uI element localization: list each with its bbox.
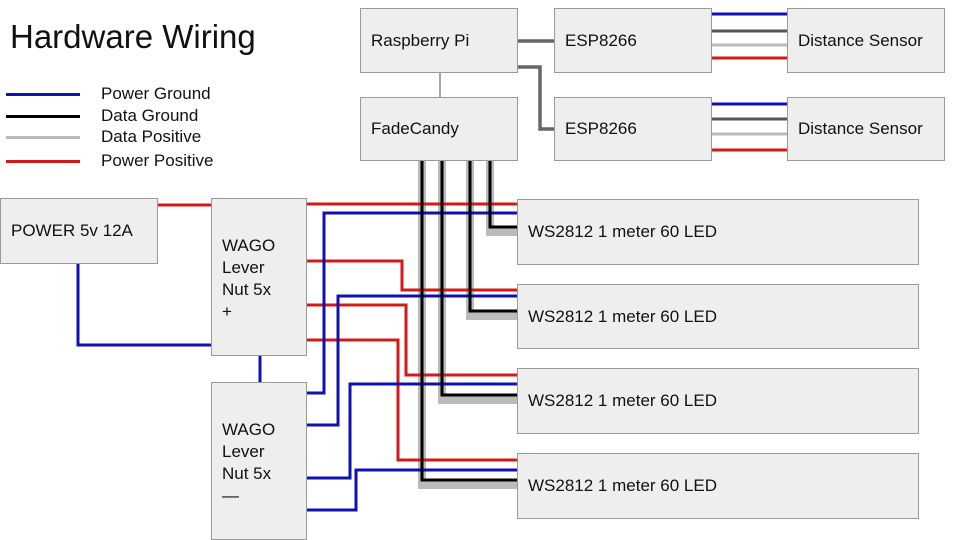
- wago-negative-box: WAGO Lever Nut 5x —: [211, 382, 307, 540]
- led-strip-box-3: WS2812 1 meter 60 LED: [517, 368, 919, 434]
- led-strip-box-1: WS2812 1 meter 60 LED: [517, 199, 919, 265]
- wires-esp1-sensor1: [712, 12, 788, 60]
- wires-power-positive: [306, 202, 518, 462]
- legend-swatch-data-ground: [6, 115, 80, 118]
- led-strip-box-2: WS2812 1 meter 60 LED: [517, 284, 919, 349]
- legend-data-positive: Data Positive: [6, 127, 266, 149]
- legend-label: Data Positive: [101, 127, 202, 146]
- legend-swatch-power-positive: [6, 160, 80, 163]
- distance-sensor-box-2: Distance Sensor: [787, 97, 945, 161]
- esp8266-box-2: ESP8266: [554, 97, 712, 161]
- distance-sensor-box-1: Distance Sensor: [787, 8, 945, 73]
- legend-label: Power Positive: [101, 151, 214, 170]
- diagram-title: Hardware Wiring: [10, 18, 256, 55]
- wire-power-ground-main: [76, 264, 262, 382]
- legend-data-ground: Data Ground: [6, 106, 266, 128]
- led-strip-box-4: WS2812 1 meter 60 LED: [517, 453, 919, 519]
- wire-pi-esp2: [518, 65, 555, 131]
- wires-esp2-sensor2: [712, 102, 788, 152]
- power-supply-box: POWER 5v 12A: [0, 198, 158, 264]
- legend-swatch-data-positive: [6, 136, 80, 139]
- fadecandy-box: FadeCandy: [360, 97, 518, 161]
- esp8266-box-1: ESP8266: [554, 8, 712, 73]
- legend-label: Data Ground: [101, 106, 199, 125]
- wires-power-ground: [306, 211, 518, 512]
- legend-power-positive: Power Positive: [6, 151, 266, 173]
- legend-power-ground: Power Ground: [6, 84, 266, 106]
- wires-data-ground: [420, 160, 518, 482]
- raspberry-pi-box: Raspberry Pi: [360, 8, 518, 73]
- legend-swatch-power-ground: [6, 93, 80, 96]
- legend-label: Power Ground: [101, 84, 211, 103]
- wago-positive-box: WAGO Lever Nut 5x +: [211, 198, 307, 356]
